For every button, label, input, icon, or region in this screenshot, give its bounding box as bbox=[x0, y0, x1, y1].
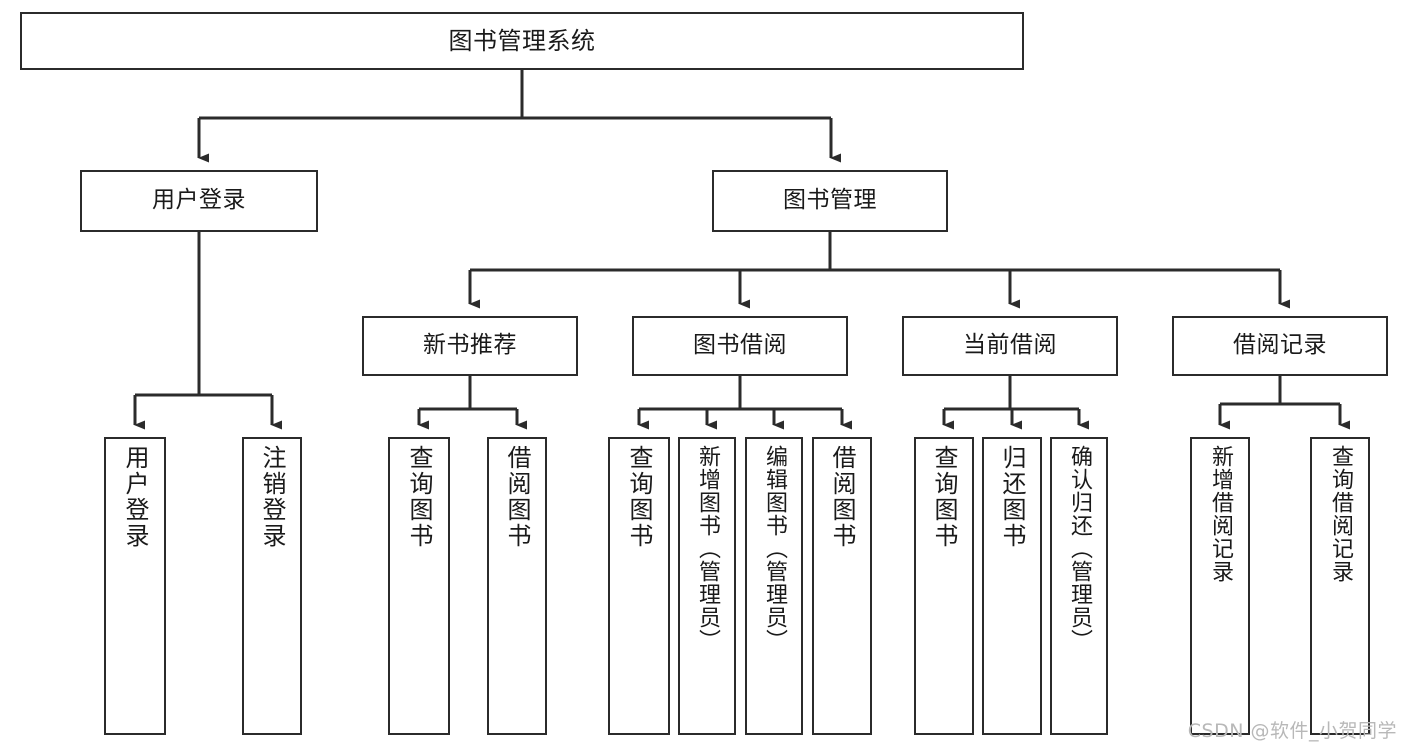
node-leaf-logout-label: 注销登录 bbox=[258, 445, 286, 549]
node-root[interactable]: 图书管理系统 bbox=[20, 12, 1024, 70]
node-leaf-add-record[interactable]: 新增借阅记录 bbox=[1190, 437, 1250, 735]
node-leaf-add-record-label: 新增借阅记录 bbox=[1208, 445, 1233, 583]
node-current-borrow[interactable]: 当前借阅 bbox=[902, 316, 1118, 376]
node-borrow-record[interactable]: 借阅记录 bbox=[1172, 316, 1388, 376]
node-leaf-query-record-label: 查询借阅记录 bbox=[1328, 445, 1353, 583]
node-leaf-query-book-2[interactable]: 查询图书 bbox=[608, 437, 670, 735]
node-leaf-confirm-return[interactable]: 确认归还（管理员） bbox=[1050, 437, 1108, 735]
csdn-watermark: CSDN @软件_小贺同学 bbox=[1187, 720, 1397, 742]
node-new-book-recommend[interactable]: 新书推荐 bbox=[362, 316, 578, 376]
node-user-login[interactable]: 用户登录 bbox=[80, 170, 318, 232]
node-leaf-user-login-label: 用户登录 bbox=[121, 445, 149, 549]
node-leaf-borrow-book-2-label: 借阅图书 bbox=[828, 445, 856, 549]
node-leaf-logout[interactable]: 注销登录 bbox=[242, 437, 302, 735]
node-leaf-confirm-return-label: 确认归还（管理员） bbox=[1067, 445, 1092, 652]
node-leaf-borrow-book-2[interactable]: 借阅图书 bbox=[812, 437, 872, 735]
node-leaf-borrow-book-1[interactable]: 借阅图书 bbox=[487, 437, 547, 735]
node-book-management-label: 图书管理 bbox=[783, 187, 877, 214]
node-leaf-query-book-3[interactable]: 查询图书 bbox=[914, 437, 974, 735]
node-leaf-edit-book-label: 编辑图书（管理员） bbox=[762, 445, 787, 652]
node-leaf-edit-book[interactable]: 编辑图书（管理员） bbox=[745, 437, 803, 735]
node-book-management[interactable]: 图书管理 bbox=[712, 170, 948, 232]
node-leaf-add-book[interactable]: 新增图书（管理员） bbox=[678, 437, 736, 735]
node-leaf-query-record[interactable]: 查询借阅记录 bbox=[1310, 437, 1370, 735]
node-book-borrow[interactable]: 图书借阅 bbox=[632, 316, 848, 376]
node-leaf-query-book-2-label: 查询图书 bbox=[625, 445, 653, 549]
node-leaf-user-login[interactable]: 用户登录 bbox=[104, 437, 166, 735]
node-root-label: 图书管理系统 bbox=[448, 26, 596, 55]
node-leaf-add-book-label: 新增图书（管理员） bbox=[695, 445, 720, 652]
node-book-borrow-label: 图书借阅 bbox=[693, 332, 787, 359]
node-leaf-borrow-book-1-label: 借阅图书 bbox=[503, 445, 531, 549]
node-current-borrow-label: 当前借阅 bbox=[963, 332, 1057, 359]
node-leaf-query-book-1-label: 查询图书 bbox=[405, 445, 433, 549]
node-leaf-return-book-label: 归还图书 bbox=[998, 445, 1026, 549]
node-user-login-label: 用户登录 bbox=[152, 187, 246, 214]
node-leaf-query-book-1[interactable]: 查询图书 bbox=[388, 437, 450, 735]
node-borrow-record-label: 借阅记录 bbox=[1233, 332, 1327, 359]
node-new-book-recommend-label: 新书推荐 bbox=[423, 332, 517, 359]
node-leaf-return-book[interactable]: 归还图书 bbox=[982, 437, 1042, 735]
node-leaf-query-book-3-label: 查询图书 bbox=[930, 445, 958, 549]
